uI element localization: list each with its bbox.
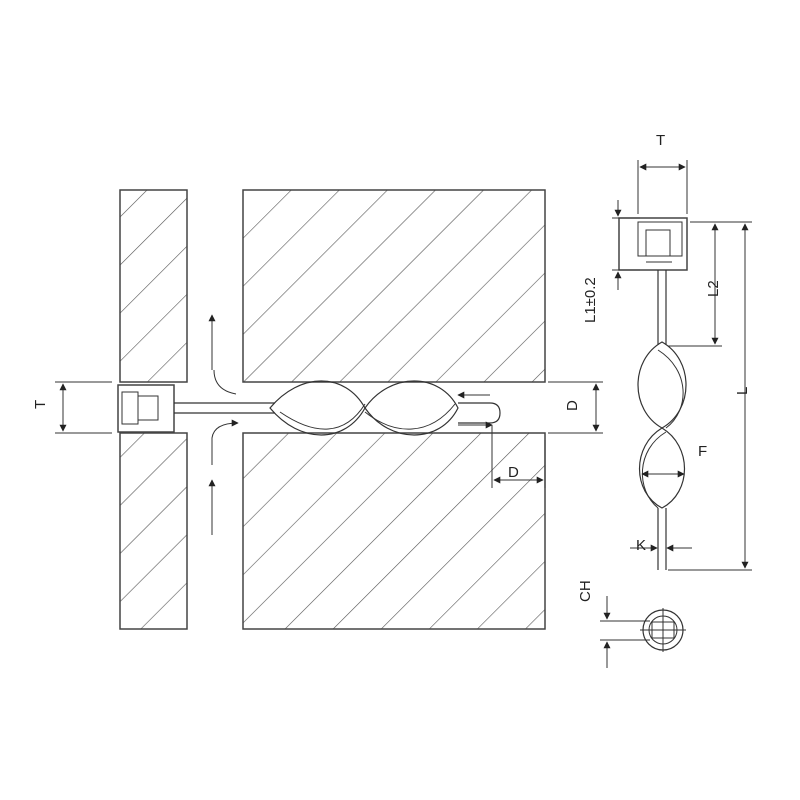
cross-section-view: CH <box>577 580 686 668</box>
spacer-detail-view <box>618 217 688 570</box>
f-dimension: F <box>641 443 707 478</box>
right-block-lower <box>242 432 546 630</box>
left-wall-lower <box>119 432 188 630</box>
l1-dimension: L1±0.2 <box>582 200 640 323</box>
left-wall-upper <box>119 189 188 383</box>
installed-spacer <box>117 380 501 436</box>
d-gap-label: D <box>564 400 581 411</box>
k-label: K <box>636 537 646 554</box>
right-block-upper <box>242 189 546 383</box>
flow-arrows <box>208 314 493 535</box>
l-dimension: L <box>668 221 752 571</box>
t-dimension-left: T <box>32 381 112 434</box>
f-label: F <box>698 443 707 460</box>
t-dimension-top: T <box>637 132 688 214</box>
t-top-label: T <box>656 132 665 149</box>
t-left-label: T <box>32 400 49 409</box>
l2-label: L2 <box>705 280 722 297</box>
l-label: L <box>734 387 751 395</box>
l1-label: L1±0.2 <box>582 277 599 323</box>
l2-dimension: L2 <box>668 221 722 347</box>
d-gap-dimension: D <box>548 381 603 434</box>
d-offset-dimension: D <box>491 425 546 488</box>
ch-label: CH <box>577 580 594 602</box>
d-offset-label: D <box>508 464 519 481</box>
k-dimension: K <box>630 537 692 554</box>
